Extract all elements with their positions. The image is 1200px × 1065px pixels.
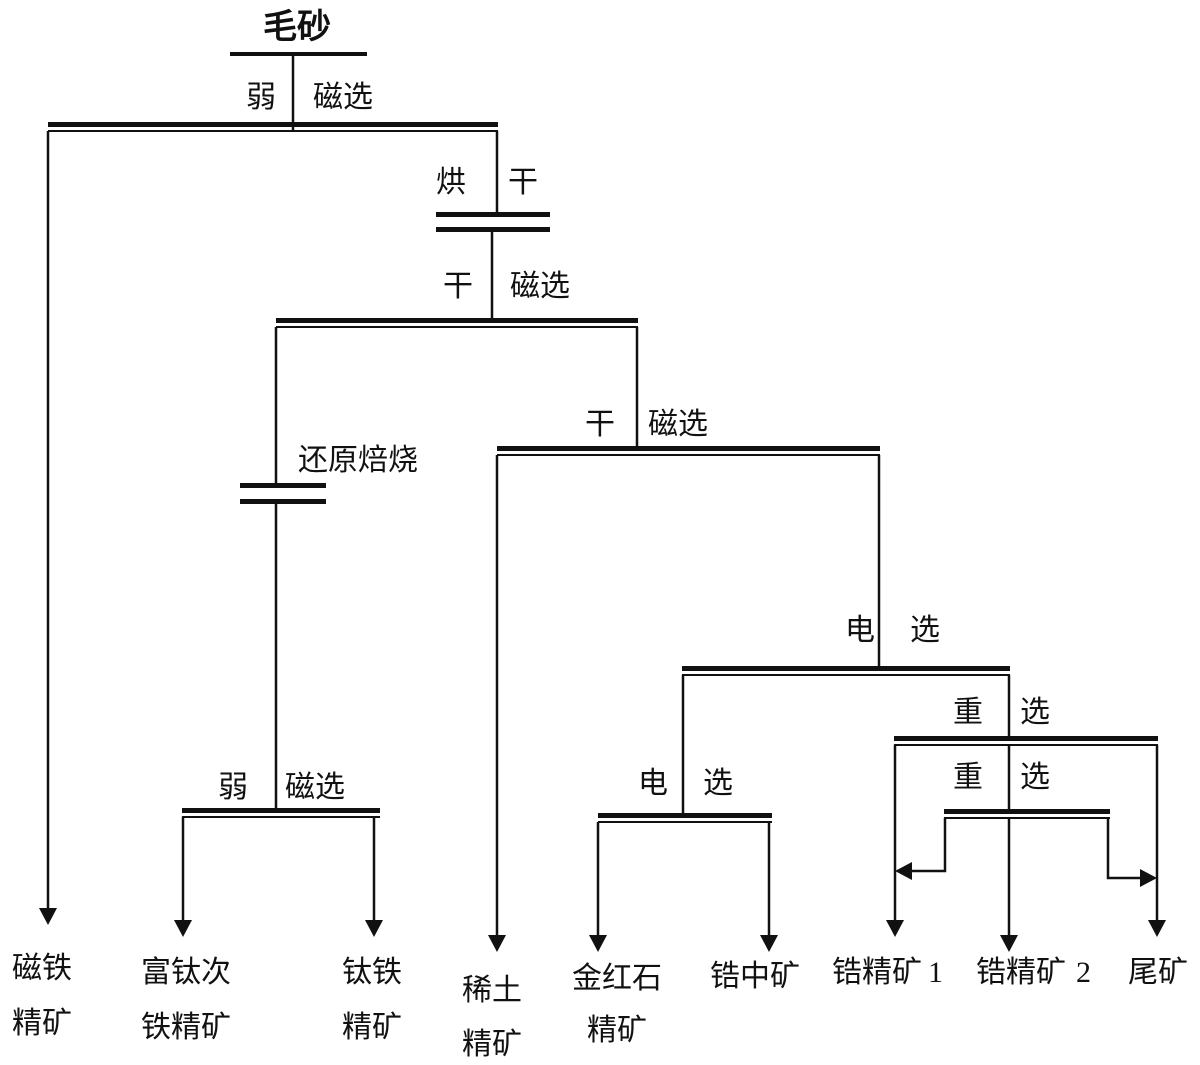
product-ti-rich-iron-concentrate: 富钛次 铁精矿 — [141, 955, 231, 1045]
arrow-down-icon — [886, 920, 904, 937]
product-label: 精矿 — [342, 1010, 402, 1045]
product-magnetite-concentrate: 磁铁 精矿 — [12, 951, 72, 1041]
product-zircon-concentrate-1: 锆精矿 1 — [832, 955, 943, 990]
step7-process-bar — [682, 666, 1010, 676]
step9-process-bar — [894, 736, 1158, 746]
step9-label-a: 重 — [953, 695, 983, 730]
product-number: 2 — [1076, 956, 1091, 989]
step1-label-a: 弱 — [246, 80, 276, 115]
step7-label-b: 选 — [910, 613, 940, 648]
arrow-down-icon — [39, 908, 57, 925]
step10-process-bar — [944, 809, 1110, 819]
step8-label-a: 电 — [638, 766, 668, 801]
product-rare-earth-concentrate: 稀土 精矿 — [462, 973, 522, 1062]
arrow-down-icon — [174, 920, 192, 937]
step3-label-b: 磁选 — [510, 269, 570, 304]
product-label: 铁精矿 — [141, 1010, 231, 1045]
step5-label: 还原焙烧 — [298, 443, 418, 478]
step6-process-bar — [182, 808, 380, 818]
product-label: 锆精矿 — [976, 955, 1066, 990]
arrow-down-icon — [1000, 935, 1018, 952]
product-rutile-concentrate: 金红石 精矿 — [572, 961, 662, 1048]
product-ilmenite-concentrate: 钛铁 精矿 — [342, 955, 402, 1045]
step1-process-bar — [48, 122, 498, 132]
step4-label-b: 磁选 — [648, 407, 708, 442]
product-number: 1 — [928, 956, 943, 989]
arrow-left-icon — [895, 862, 912, 880]
product-tailings: 尾矿 — [1128, 955, 1188, 990]
step6-label-b: 磁选 — [285, 770, 345, 805]
title-raw-sand: 毛砂 — [263, 7, 331, 47]
product-label: 精矿 — [462, 1027, 522, 1062]
step2-double-bar — [436, 212, 550, 232]
step5-double-bar — [240, 483, 326, 504]
step4-process-bar — [497, 446, 880, 456]
product-label: 锆精矿 — [832, 955, 922, 990]
step1-label-b: 磁选 — [313, 80, 373, 115]
step7-label-a: 电 — [845, 613, 875, 648]
step10-label-b: 选 — [1020, 760, 1050, 795]
step9-label-b: 选 — [1020, 695, 1050, 730]
step2-label-a: 烘 — [436, 165, 466, 200]
arrow-down-icon — [365, 920, 383, 937]
step2-label-b: 干 — [508, 165, 538, 200]
step10-left-return — [912, 818, 947, 873]
step10-right-return — [1106, 818, 1140, 880]
product-label: 磁铁 — [12, 951, 72, 986]
product-label: 稀土 — [462, 973, 522, 1008]
product-label: 钛铁 — [342, 955, 402, 990]
step8-process-bar — [598, 813, 772, 823]
step3-process-bar — [276, 318, 638, 328]
arrow-down-icon — [589, 935, 607, 952]
product-zircon-concentrate-2: 锆精矿 2 — [976, 955, 1091, 990]
product-label: 富钛次 — [141, 955, 231, 990]
step4-label-a: 干 — [585, 407, 615, 442]
arrow-down-icon — [1148, 920, 1166, 937]
step3-label-a: 干 — [443, 269, 473, 304]
product-label: 精矿 — [587, 1013, 647, 1048]
product-label: 金红石 — [572, 961, 662, 996]
step8-label-b: 选 — [703, 766, 733, 801]
arrow-down-icon — [488, 935, 506, 952]
step10-label-a: 重 — [953, 760, 983, 795]
step6-label-a: 弱 — [218, 770, 248, 805]
arrow-right-icon — [1140, 869, 1157, 887]
product-label: 精矿 — [12, 1006, 72, 1041]
product-zircon-middling: 锆中矿 — [710, 959, 800, 994]
arrow-down-icon — [760, 935, 778, 952]
